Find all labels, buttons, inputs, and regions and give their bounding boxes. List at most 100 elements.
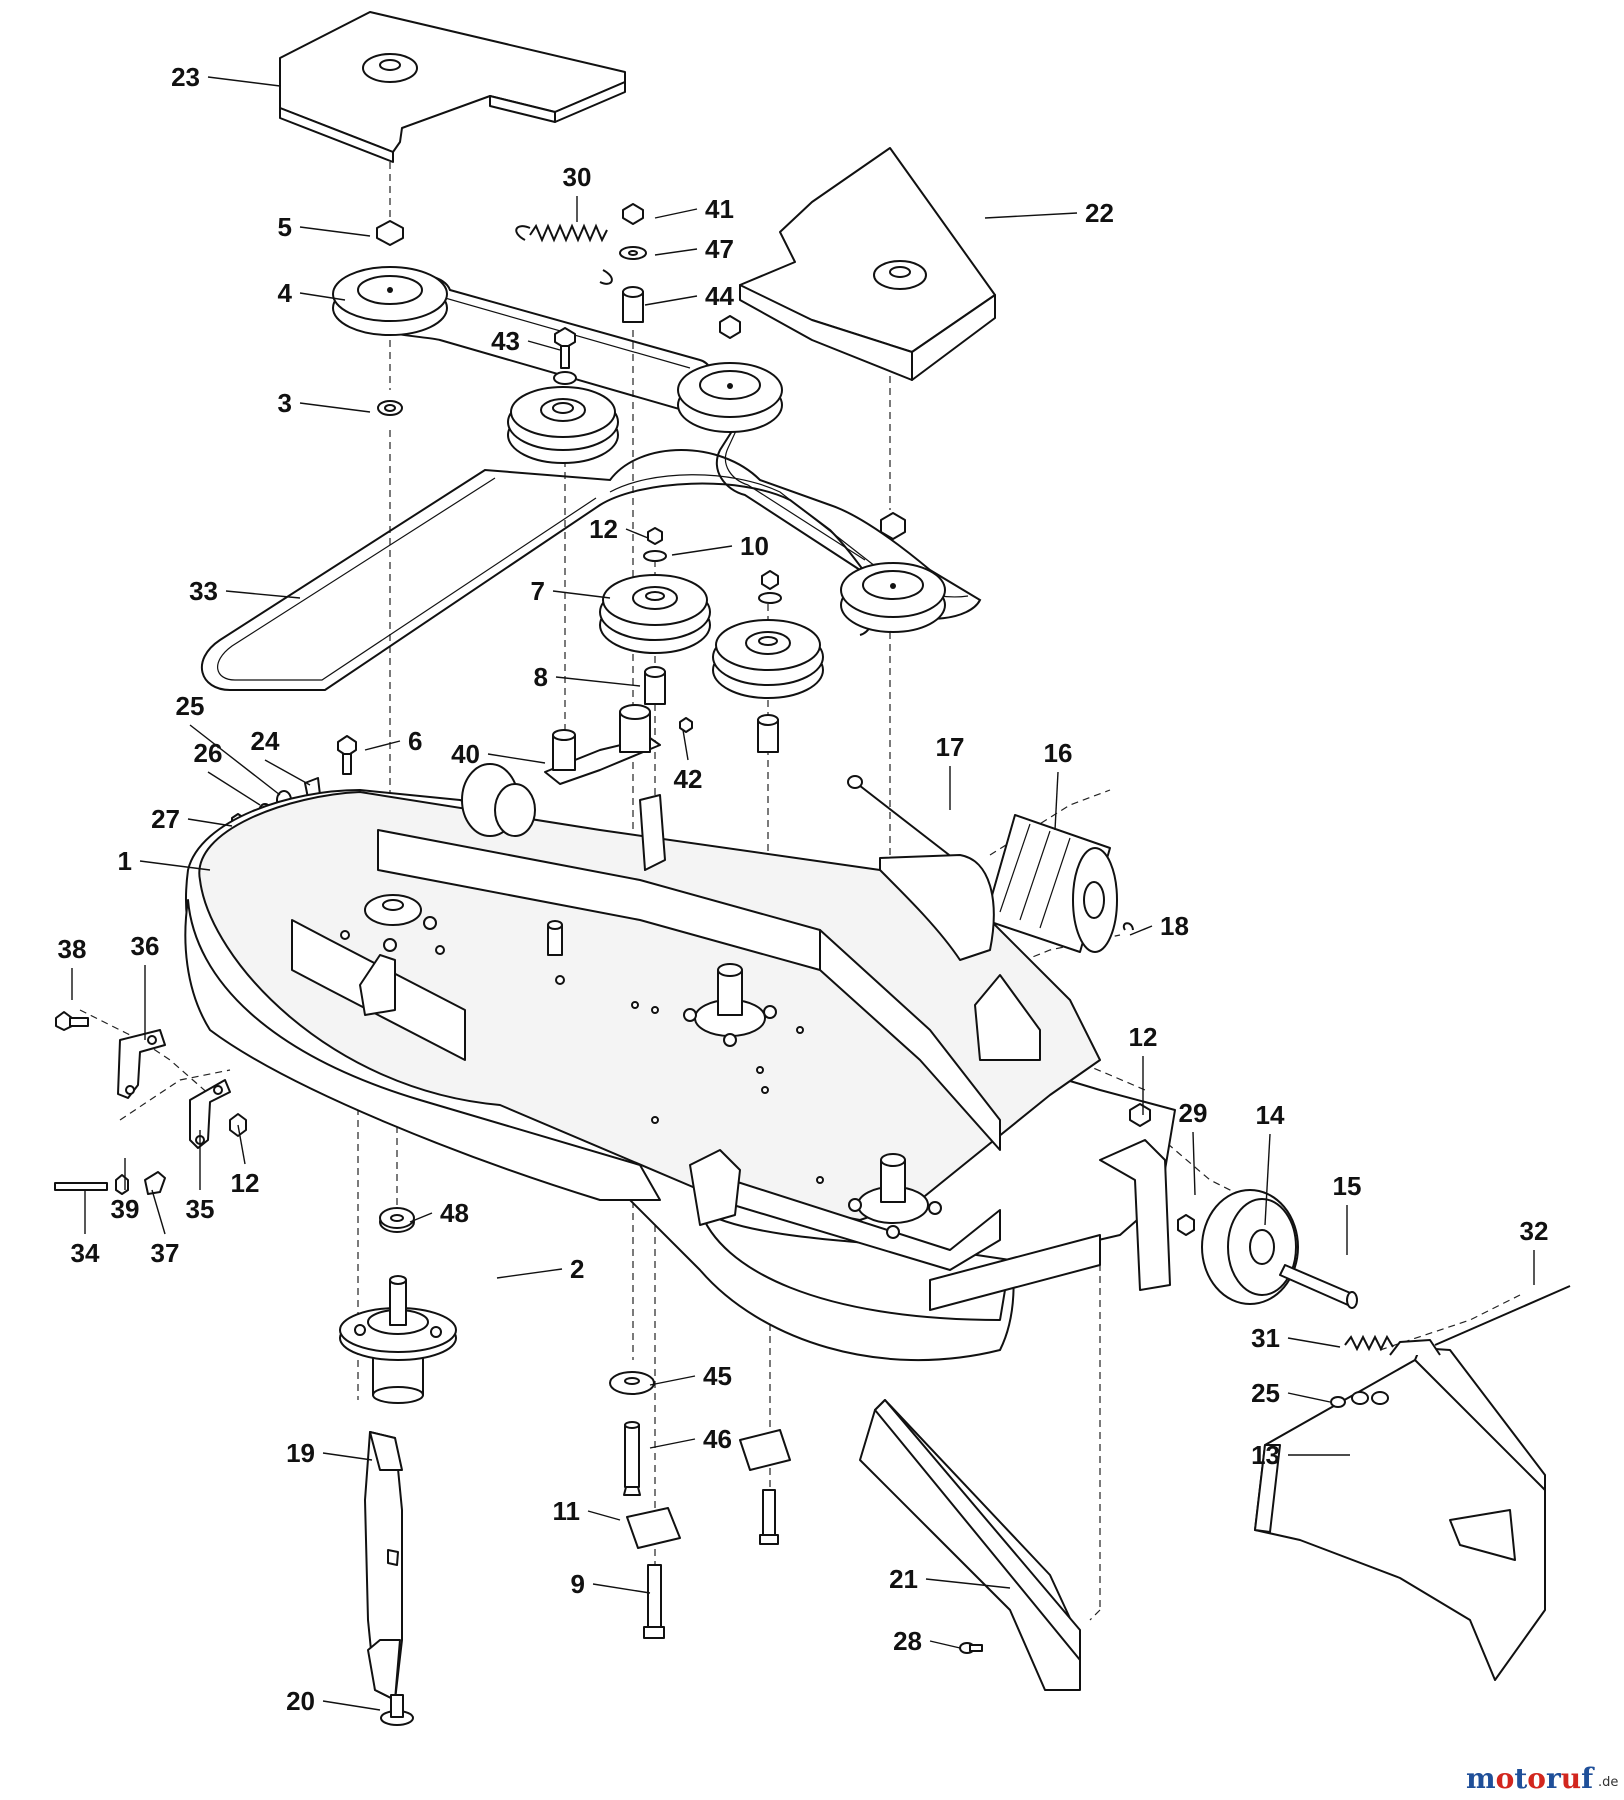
leader-line-29 — [1192, 1131, 1196, 1196]
clip-18 — [1122, 922, 1134, 931]
anti-scalp-roller-16 — [984, 814, 1118, 953]
callout-label-19: 19 — [286, 1438, 315, 1468]
leader-line-21 — [925, 1578, 1011, 1589]
leader-line-41 — [654, 208, 698, 219]
callout-label-41: 41 — [705, 194, 734, 224]
gauge-wheel-14 — [1129, 1103, 1299, 1305]
leader-line-14 — [1264, 1133, 1271, 1226]
leader-line-37 — [151, 1189, 166, 1235]
callout-label-43: 43 — [491, 326, 520, 356]
callout-label-45: 45 — [703, 1361, 732, 1391]
callout-label-12: 12 — [231, 1168, 260, 1198]
leader-line-6 — [364, 740, 401, 751]
leader-line-4 — [299, 292, 346, 301]
callout-label-46: 46 — [703, 1424, 732, 1454]
belt-cover-left — [279, 11, 626, 163]
callout-label-29: 29 — [1179, 1098, 1208, 1128]
leader-line-5 — [299, 226, 371, 237]
tension-spring — [515, 223, 613, 285]
screw-28 — [959, 1642, 983, 1654]
mower-blade-19 — [364, 1431, 403, 1701]
callout-label-8: 8 — [534, 662, 548, 692]
leader-line-22 — [984, 212, 1078, 219]
nut-washer-12-10 — [643, 527, 667, 562]
leader-line-25 — [189, 724, 281, 796]
callout-label-25: 25 — [1251, 1378, 1280, 1408]
spacers-8 — [644, 666, 779, 753]
leader-line-18 — [1129, 925, 1153, 936]
callout-label-4: 4 — [278, 278, 293, 308]
callout-label-2: 2 — [570, 1254, 584, 1284]
callout-label-15: 15 — [1333, 1171, 1362, 1201]
callout-label-16: 16 — [1044, 738, 1073, 768]
washer-25-right — [1330, 1396, 1346, 1408]
leader-line-19 — [322, 1452, 373, 1461]
callout-label-27: 27 — [151, 804, 180, 834]
blade-bolt-20 — [380, 1694, 414, 1726]
callout-label-21: 21 — [889, 1564, 918, 1594]
callout-label-25: 25 — [176, 691, 205, 721]
leader-line-48 — [409, 1212, 433, 1223]
leader-line-3 — [299, 402, 371, 413]
leader-line-44 — [644, 295, 698, 306]
watermark-tld: .de — [1598, 1775, 1618, 1790]
mower-deck-housing — [184, 763, 1176, 1362]
callout-label-44: 44 — [705, 281, 734, 311]
callout-label-22: 22 — [1085, 198, 1114, 228]
idler-pulley-upper — [507, 386, 619, 464]
watermark-name: motoruf — [1466, 1762, 1595, 1795]
nut-washer-right — [758, 570, 782, 604]
leader-line-33 — [225, 590, 301, 599]
callout-label-42: 42 — [674, 764, 703, 794]
callout-label-36: 36 — [131, 931, 160, 961]
callout-leaders — [71, 76, 1535, 1711]
callout-label-39: 39 — [111, 1194, 140, 1224]
callout-label-33: 33 — [189, 576, 218, 606]
spindle-assembly-2 — [339, 1207, 457, 1404]
leader-line-2 — [496, 1268, 563, 1279]
callout-label-9: 9 — [571, 1569, 585, 1599]
callout-label-17: 17 — [936, 732, 965, 762]
gauge-wheel-hardware — [609, 1371, 791, 1639]
leader-line-12 — [237, 1124, 246, 1165]
chute-spring-31 — [1344, 1334, 1394, 1352]
bolt-43 — [553, 327, 577, 385]
callout-label-28: 28 — [893, 1626, 922, 1656]
callout-label-26: 26 — [194, 738, 223, 768]
deflector-21 — [859, 1399, 1081, 1691]
leader-line-10 — [671, 545, 733, 556]
pulley-left — [332, 266, 448, 336]
callout-label-10: 10 — [740, 531, 769, 561]
callout-label-24: 24 — [251, 726, 280, 756]
hanger-brackets-left — [54, 1011, 247, 1195]
callout-label-12: 12 — [1129, 1022, 1158, 1052]
pulley-right-upper — [677, 315, 783, 433]
leader-line-40 — [487, 753, 546, 764]
callout-label-11: 11 — [553, 1496, 581, 1526]
axle-bolt-15 — [1279, 1264, 1358, 1309]
leader-line-20 — [322, 1700, 381, 1711]
leader-line-25 — [1287, 1392, 1331, 1403]
callout-label-12: 12 — [589, 514, 618, 544]
leader-line-42 — [682, 729, 689, 761]
callout-label-5: 5 — [278, 212, 292, 242]
callout-label-40: 40 — [451, 739, 480, 769]
nut-5 — [376, 220, 404, 246]
callout-label-47: 47 — [705, 234, 734, 264]
callout-label-18: 18 — [1160, 911, 1189, 941]
idler-hardware-stack — [619, 203, 647, 323]
leader-line-28 — [929, 1640, 961, 1649]
leader-line-12 — [625, 528, 649, 539]
leader-line-47 — [654, 248, 698, 256]
leader-line-43 — [527, 340, 561, 351]
idler-pulley-7 — [599, 574, 711, 654]
callout-label-6: 6 — [408, 726, 422, 756]
callout-label-34: 34 — [71, 1238, 100, 1268]
callout-label-37: 37 — [151, 1238, 180, 1268]
leader-line-8 — [555, 676, 641, 687]
callout-label-13: 13 — [1251, 1440, 1280, 1470]
leader-line-7 — [552, 590, 611, 599]
leader-line-9 — [592, 1583, 651, 1594]
